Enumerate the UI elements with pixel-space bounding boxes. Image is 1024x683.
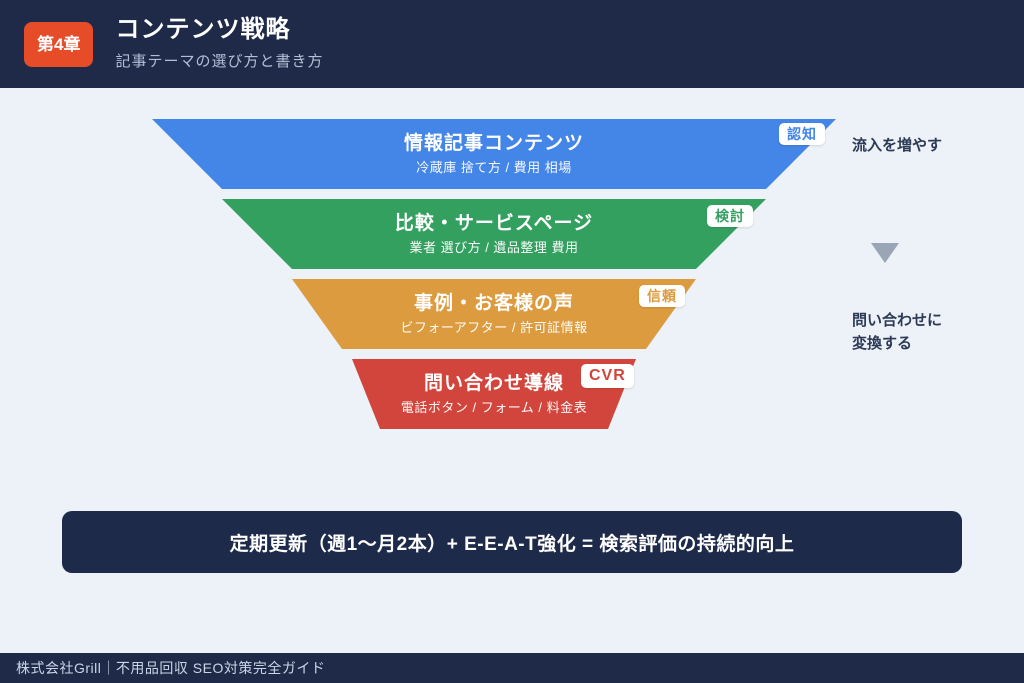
summary-text: 定期更新（週1〜月2本）+ E-E-A-T強化 = 検索評価の持続的向上 bbox=[229, 533, 795, 555]
funnel-level-trust: 事例・お客様の声 ビフォーアフター / 許可証情報 bbox=[292, 279, 696, 349]
summary-banner: 定期更新（週1〜月2本）+ E-E-A-T強化 = 検索評価の持続的向上 bbox=[62, 511, 962, 573]
stage-badge-trust: 信頼 bbox=[639, 285, 685, 307]
funnel-level-subtitle: 電話ボタン / フォーム / 料金表 bbox=[400, 400, 588, 415]
funnel-level-title: 問い合わせ導線 bbox=[423, 373, 564, 394]
funnel-level-title: 事例・お客様の声 bbox=[413, 293, 574, 314]
down-triangle-icon bbox=[871, 243, 899, 263]
funnel-level-awareness: 情報記事コンテンツ 冷蔵庫 捨て方 / 費用 相場 bbox=[152, 119, 836, 189]
annotation-increase-traffic: 流入を増やす bbox=[852, 137, 943, 154]
footer-text: 株式会社Grill｜不用品回収 SEO対策完全ガイド bbox=[16, 660, 326, 676]
chapter-badge: 第4章 bbox=[24, 21, 94, 67]
page-subtitle: 記事テーマの選び方と書き方 bbox=[115, 52, 324, 70]
header-text-block: コンテンツ戦略 記事テーマの選び方と書き方 bbox=[115, 16, 324, 70]
funnel-level-subtitle: ビフォーアフター / 許可証情報 bbox=[400, 320, 588, 335]
funnel-level-title: 比較・サービスページ bbox=[394, 213, 594, 234]
funnel-level-subtitle: 業者 選び方 / 遺品整理 費用 bbox=[409, 240, 579, 255]
page-title: コンテンツ戦略 bbox=[115, 16, 291, 44]
annotation-convert-to-inquiry: 問い合わせに 変換する bbox=[852, 312, 943, 353]
stage-badge-awareness: 認知 bbox=[779, 123, 825, 145]
stage-badge-consideration: 検討 bbox=[707, 205, 753, 227]
slide-header: 第4章 コンテンツ戦略 記事テーマの選び方と書き方 bbox=[0, 0, 1024, 88]
slide-footer: 株式会社Grill｜不用品回収 SEO対策完全ガイド bbox=[0, 653, 1024, 683]
funnel-level-consideration: 比較・サービスページ 業者 選び方 / 遺品整理 費用 bbox=[222, 199, 766, 269]
stage-badge-cvr: CVR bbox=[581, 364, 634, 388]
funnel-level-subtitle: 冷蔵庫 捨て方 / 費用 相場 bbox=[416, 160, 572, 175]
funnel-level-title: 情報記事コンテンツ bbox=[403, 133, 584, 154]
